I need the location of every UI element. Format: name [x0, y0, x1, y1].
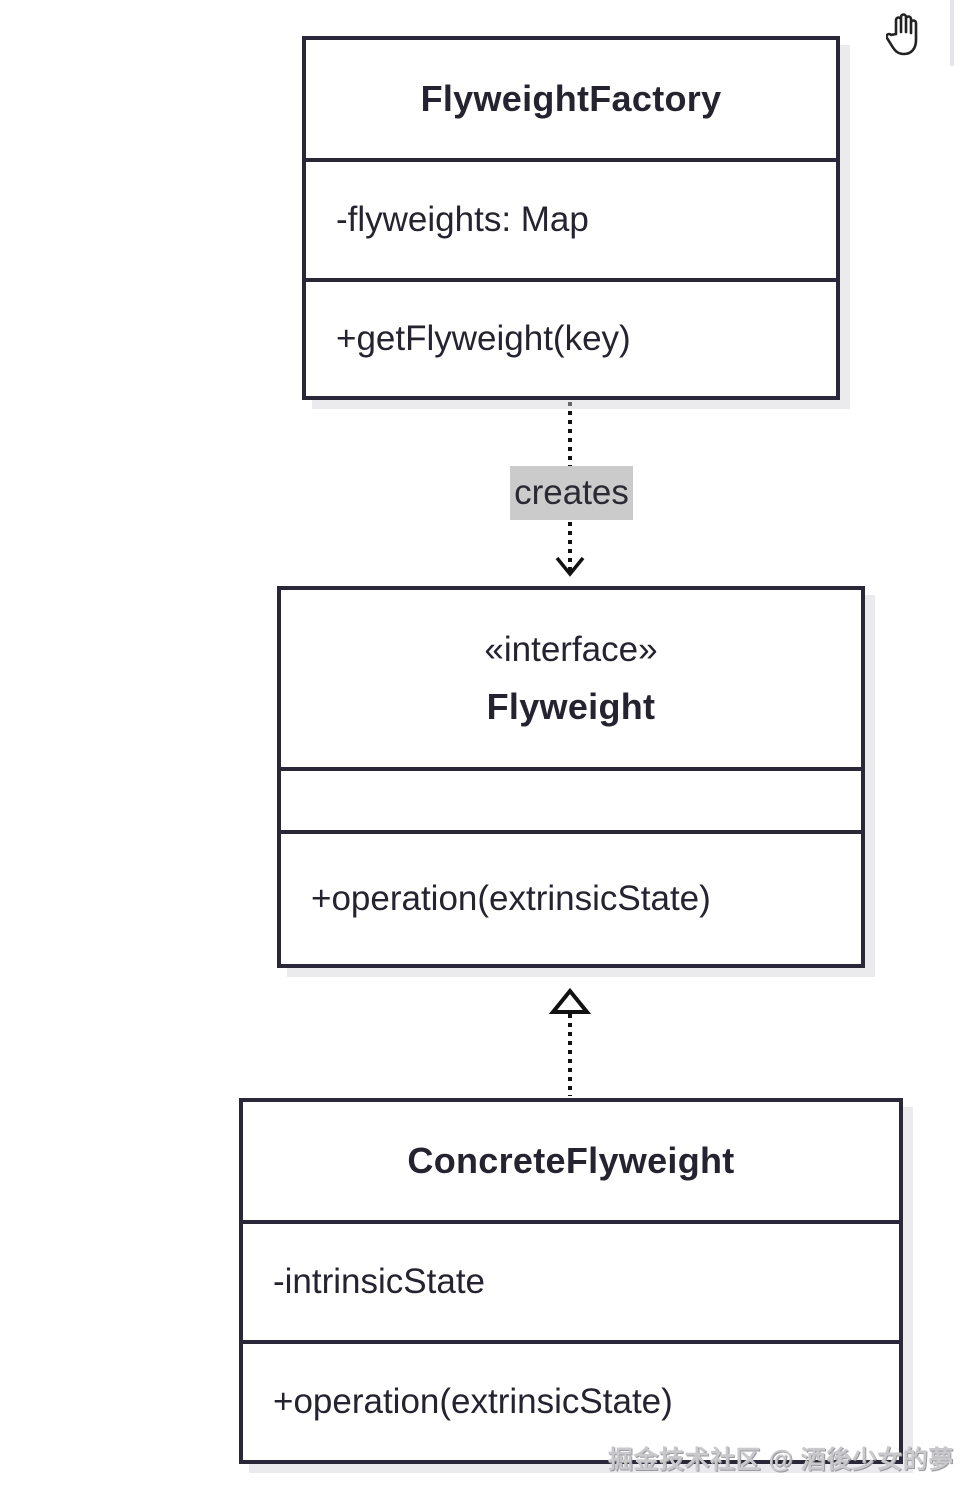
class-concrete-flyweight[interactable]: ConcreteFlyweight -intrinsicState +opera…	[239, 1098, 903, 1464]
attribute: -flyweights: Map	[336, 200, 589, 239]
attributes-section: -flyweights: Map	[306, 162, 836, 282]
hand-tool-button[interactable]	[885, 12, 932, 58]
creates-label: creates	[510, 466, 633, 520]
class-name: FlyweightFactory	[420, 78, 722, 119]
class-header: «interface» Flyweight	[281, 590, 861, 771]
class-header: ConcreteFlyweight	[243, 1102, 899, 1224]
methods-section: +operation(extrinsicState)	[281, 834, 861, 964]
method: +operation(extrinsicState)	[311, 879, 711, 918]
realization-arrow	[548, 987, 592, 1096]
watermark: 掘金技术社区 @ 酒後少女的夢	[608, 1446, 954, 1474]
methods-section: +operation(extrinsicState)	[243, 1344, 899, 1460]
class-flyweight-interface[interactable]: «interface» Flyweight +operation(extrins…	[277, 586, 865, 968]
stereotype: «interface»	[484, 629, 658, 669]
methods-section: +getFlyweight(key)	[306, 282, 836, 396]
scrollbar-edge	[950, 0, 954, 66]
class-name: ConcreteFlyweight	[407, 1140, 735, 1181]
class-flyweight-factory[interactable]: FlyweightFactory -flyweights: Map +getFl…	[302, 36, 840, 400]
method: +getFlyweight(key)	[336, 319, 631, 358]
class-name: Flyweight	[486, 685, 656, 727]
attributes-section	[281, 771, 861, 834]
attribute: -intrinsicState	[273, 1262, 486, 1301]
attributes-section: -intrinsicState	[243, 1224, 899, 1344]
method: +operation(extrinsicState)	[273, 1382, 673, 1421]
hand-icon	[885, 13, 918, 56]
class-header: FlyweightFactory	[306, 40, 836, 162]
